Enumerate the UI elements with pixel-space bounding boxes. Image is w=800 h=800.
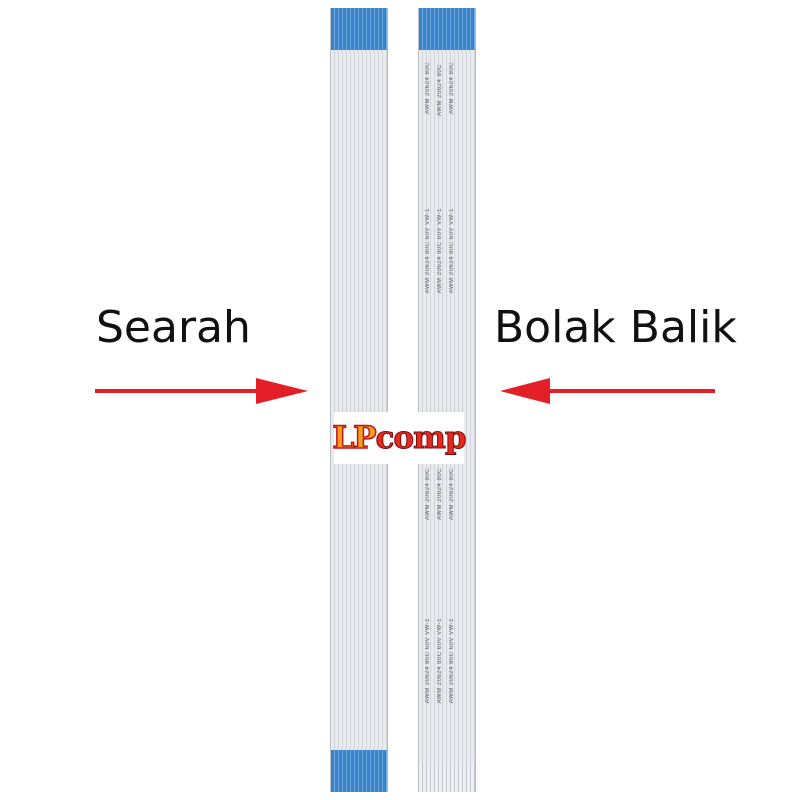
cable-print-text: AWM 20624 80C (425, 62, 431, 114)
cable-print-text: AWM 20624 80C (437, 64, 443, 116)
cable-print-column: AWM 20624 80C 60V VW-1 (449, 618, 455, 703)
blue-connector-tab-bottom (331, 750, 387, 792)
cable-print-text: AWM 20624 80C (449, 62, 455, 114)
cable-print-text: AWM 20624 80C 60V VW-1 (437, 618, 443, 704)
cable-print-column: AWM 20624 80C (449, 468, 455, 520)
cable-print-text: AWM 20624 80C (449, 468, 455, 520)
cable-print-text: AWM 20624 80C 60V VW-1 (425, 618, 431, 704)
arrow-left-shaft (530, 389, 715, 393)
exposed-contacts-bottom (419, 762, 475, 792)
lpcomp-logo: LPcomp (332, 412, 467, 464)
arrow-left-icon (500, 378, 550, 404)
cable-print-column: AWM 20624 80C (437, 64, 443, 116)
logo-comp-text: comp (375, 420, 467, 457)
ffc-cable-same-direction (330, 8, 388, 792)
blue-connector-tab-top (419, 8, 475, 50)
logo-lp-text: LP (332, 419, 378, 457)
cable-print-column: AWM 20624 80C (425, 62, 431, 114)
label-searah: Searah (96, 302, 251, 353)
cable-print-text: AWM 20624 80C 60V VW-1 (449, 208, 455, 294)
cable-print-column: AWM 20624 80C 60V VW-1 (437, 618, 443, 703)
cable-print-text: AWM 20624 80C 60V VW-1 (425, 208, 431, 294)
cable-print-column: AWM 20624 80C 60V VW-1 (425, 618, 431, 703)
cable-print-column: AWM 20624 80C 60V VW-1 (437, 208, 443, 293)
cable-print-column: AWM 20624 80C 60V VW-1 (449, 208, 455, 293)
blue-connector-tab-top (331, 8, 387, 50)
ffc-cable-reverse: AWM 20624 80C AWM 20624 80C AWM 20624 80… (418, 8, 476, 792)
cable-print-column: AWM 20624 80C (425, 468, 431, 520)
cable-print-text: AWM 20624 80C (425, 468, 431, 520)
cable-print-column: AWM 20624 80C (449, 62, 455, 114)
label-bolak-balik: Bolak Balik (494, 302, 737, 353)
arrow-right-icon (256, 378, 308, 404)
cable-print-column: AWM 20624 80C (437, 468, 443, 520)
cable-print-text: AWM 20624 80C (437, 468, 443, 520)
arrow-right-shaft (95, 389, 280, 393)
cable-print-text: AWM 20624 80C 60V VW-1 (449, 618, 455, 704)
cable-print-column: AWM 20624 80C 60V VW-1 (425, 208, 431, 293)
cable-print-text: AWM 20624 80C 60V VW-1 (437, 208, 443, 294)
